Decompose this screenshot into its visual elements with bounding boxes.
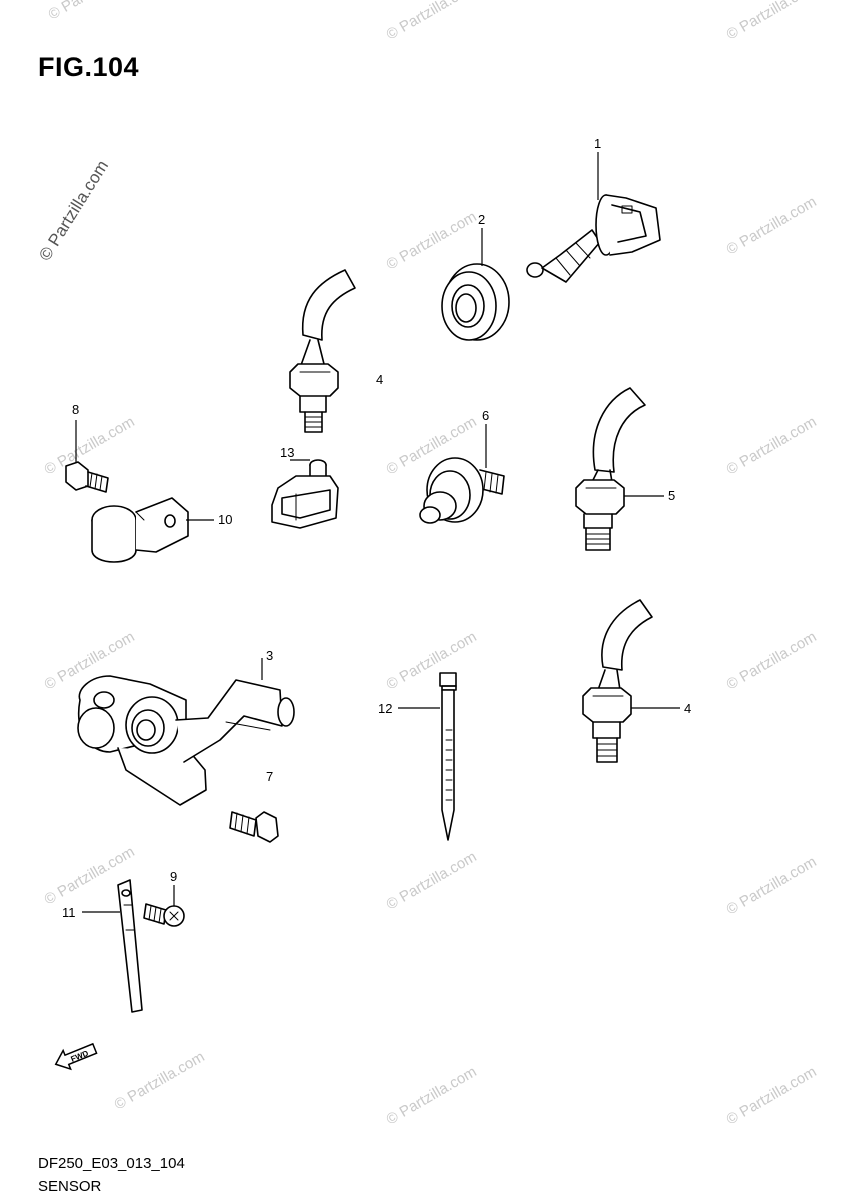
watermark: © Partzilla.com — [384, 1063, 480, 1128]
part-10-clamp — [91, 497, 189, 563]
callout-label: 1 — [594, 136, 601, 151]
part-11-strap — [117, 879, 143, 1013]
callout-labels: 1 2 4 8 13 6 5 10 3 12 4 7 9 11 — [62, 136, 691, 920]
watermark-big: © Partzilla.com — [35, 157, 112, 264]
part-5-sensor — [575, 387, 646, 551]
watermark: © Partzilla.com — [724, 193, 820, 258]
callout-label: 13 — [280, 445, 294, 460]
callout-label: 11 — [62, 905, 76, 920]
callout-label: 4 — [376, 372, 383, 387]
part-1-sensor-connector — [526, 194, 661, 283]
watermark: © Partzilla.com — [384, 0, 480, 43]
watermark: © Partzilla.com — [384, 628, 480, 693]
part-9-screw — [143, 903, 185, 927]
watermark: © Partzilla.com — [724, 0, 820, 43]
watermark: © Partzilla.com — [724, 628, 820, 693]
watermark: © Partzilla.com — [46, 0, 142, 23]
part-6-knock-sensor — [419, 457, 505, 524]
watermark-layer: © Partzilla.com © Partzilla.com © Partzi… — [35, 0, 819, 1128]
diagram-code: DF250_E03_013_104 — [38, 1155, 185, 1172]
leader-lines — [75, 152, 680, 913]
part-13-clip — [271, 459, 339, 529]
callout-label: 3 — [266, 648, 273, 663]
part-4-sensor-lower — [582, 599, 653, 763]
part-3-sensor-lever — [77, 675, 295, 806]
callout-label: 10 — [218, 512, 232, 527]
watermark: © Partzilla.com — [112, 1048, 208, 1113]
callout-label: 5 — [668, 488, 675, 503]
callout-label: 7 — [266, 769, 273, 784]
callout-label: 9 — [170, 869, 177, 884]
fwd-label: FWD — [69, 1049, 89, 1064]
part-7-bolt — [229, 811, 279, 843]
figure-title: FIG.104 — [38, 52, 140, 82]
part-2-grommet — [441, 263, 510, 341]
watermark: © Partzilla.com — [724, 1063, 820, 1128]
part-12-cable-tie — [439, 672, 457, 841]
part-8-bolt — [65, 461, 109, 493]
watermark: © Partzilla.com — [724, 413, 820, 478]
callout-label: 6 — [482, 408, 489, 423]
fwd-arrow-icon: FWD — [54, 1042, 98, 1071]
callout-label: 12 — [378, 701, 392, 716]
callout-label: 4 — [684, 701, 691, 716]
watermark: © Partzilla.com — [42, 413, 138, 478]
callout-label: 8 — [72, 402, 79, 417]
diagram-section-name: SENSOR — [38, 1178, 102, 1195]
watermark: © Partzilla.com — [384, 848, 480, 913]
part-4-sensor-upper — [289, 269, 356, 433]
callout-label: 2 — [478, 212, 485, 227]
watermark: © Partzilla.com — [384, 208, 480, 273]
watermark: © Partzilla.com — [724, 853, 820, 918]
